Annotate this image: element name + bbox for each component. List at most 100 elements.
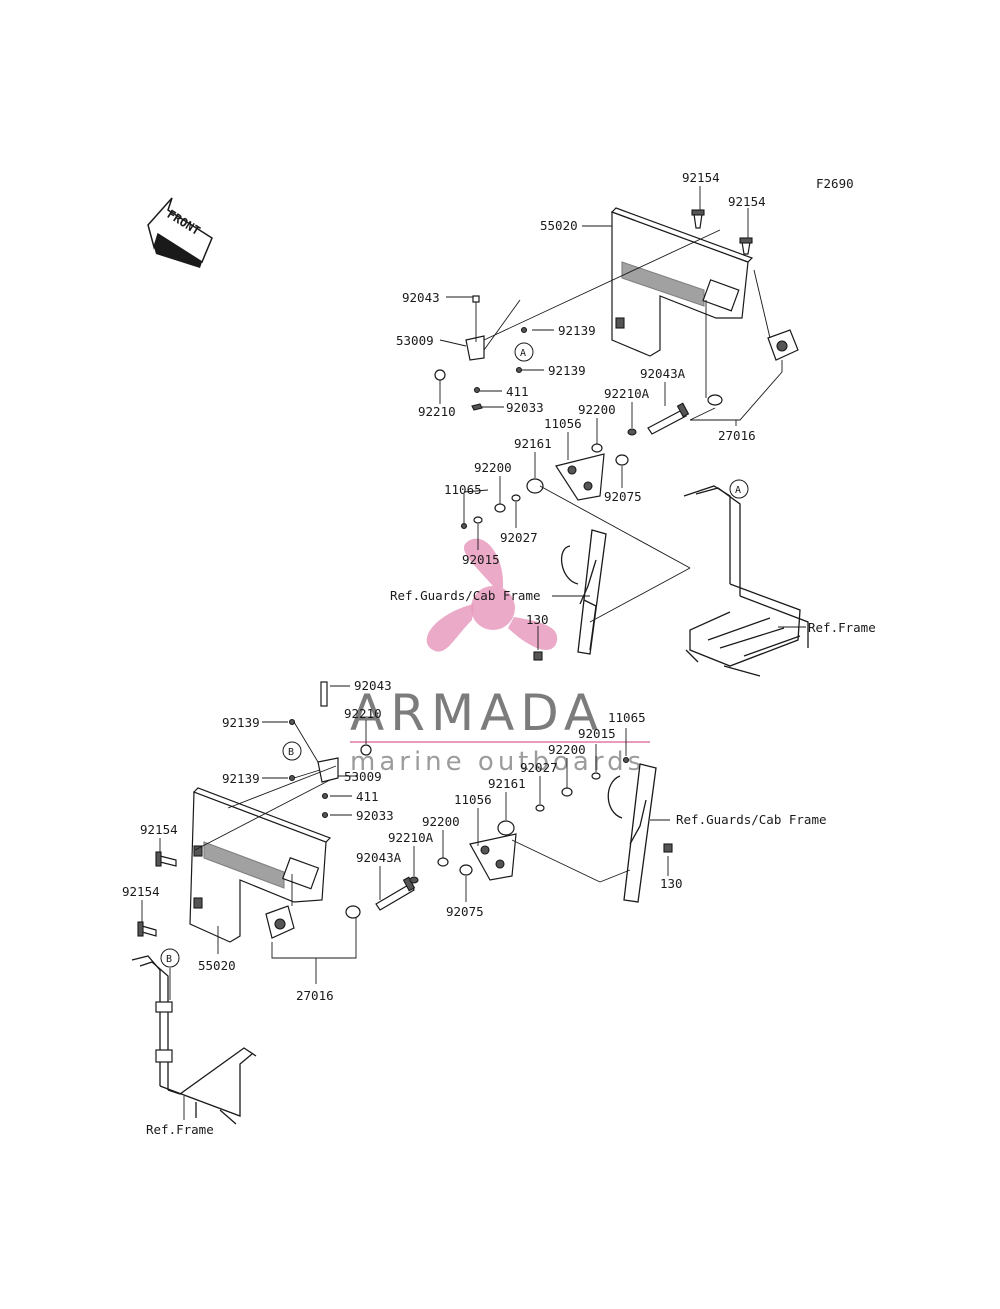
nut-92075-upper (615, 454, 629, 466)
callout: 92200 (578, 402, 616, 417)
callout: 92200 (474, 460, 512, 475)
washer-92015-upper (473, 516, 483, 524)
callout: 92210 (344, 706, 382, 721)
bush-92161-lower (497, 820, 515, 836)
guard-cab-frame-lower (607, 763, 657, 903)
lamp-socket-upper (767, 329, 799, 361)
callout: Ref.Frame (808, 620, 876, 635)
taillight-housing-lower (189, 787, 332, 943)
clip-92033-lower (321, 811, 329, 819)
bolt-130-lower (663, 843, 673, 853)
callout: B (288, 747, 294, 758)
callout: 92139 (558, 323, 596, 338)
grommet-upper (707, 394, 723, 406)
bush-92161-upper (526, 478, 544, 494)
bolt-11065-upper (460, 522, 468, 530)
callout: 92139 (548, 363, 586, 378)
callout: A (520, 348, 526, 359)
callout: 92043A (640, 366, 686, 381)
callout: 92033 (506, 400, 544, 415)
callout: 130 (526, 612, 549, 627)
callout: 92154 (140, 822, 178, 837)
frame-lower-left (131, 955, 257, 1125)
callout: 92210A (604, 386, 650, 401)
leader-lines (141, 186, 806, 1120)
callout: 92075 (446, 904, 484, 919)
callout: B (166, 954, 172, 965)
bolt-130-upper (533, 651, 543, 661)
collar-92027-upper (511, 494, 521, 502)
callout: 92043 (402, 290, 440, 305)
callout: 92210 (418, 404, 456, 419)
callout: 92139 (222, 715, 260, 730)
callout: 92200 (422, 814, 460, 829)
washer-92015-lower (591, 772, 601, 780)
clip-92033-upper (471, 403, 483, 411)
figure-code: F2690 (816, 176, 854, 191)
armada-logo: ARMADA marine outboards (350, 538, 650, 777)
grommet-lower (345, 905, 361, 919)
washer-92200-upper-a (591, 443, 603, 453)
callout: 92075 (604, 489, 642, 504)
callout: Ref.Guards/Cab Frame (676, 812, 827, 827)
callout: 53009 (396, 333, 434, 348)
callout: 11056 (544, 416, 582, 431)
ref-marker-b-lower (282, 741, 302, 761)
bracket-11056-lower (469, 833, 517, 881)
callout: 92161 (514, 436, 552, 451)
collar-92027-lower (535, 804, 545, 812)
nut-92075-lower (459, 864, 473, 876)
pin-92139-lower-a (288, 718, 296, 726)
taillight-housing-upper (610, 207, 754, 357)
guard-cab-frame-upper (560, 529, 607, 655)
frame-upper-right (683, 485, 809, 677)
front-arrow-icon: FRONT (147, 197, 213, 268)
pin-92139-upper-a (520, 326, 528, 334)
washer-92200-lower-b (561, 787, 573, 797)
upper-assembly (434, 207, 809, 677)
callout: 92043A (356, 850, 402, 865)
bracket-53009-upper (465, 295, 485, 361)
pin-92139-upper-b (515, 366, 523, 374)
bolt-11065-lower (622, 756, 630, 764)
callout: 411 (356, 789, 379, 804)
callout: 92043 (354, 678, 392, 693)
callout: 92015 (462, 552, 500, 567)
bracket-11056-upper (555, 453, 605, 501)
propeller-icon (426, 538, 558, 652)
callout: 27016 (718, 428, 756, 443)
callout: 411 (506, 384, 529, 399)
washer-92200-lower-a (437, 857, 449, 867)
watermark-tagline: marine outboards (350, 747, 645, 777)
callout: 92033 (356, 808, 394, 823)
callout-labels: 92154 92154 55020 92043 92139 53009 A 92… (122, 170, 876, 1137)
ref-marker-a-frame (729, 479, 749, 499)
pin-92139-lower-b (288, 774, 296, 782)
ref-marker-a-upper (514, 342, 534, 362)
callout: 92154 (728, 194, 766, 209)
bolt-92154-b (739, 237, 753, 255)
callout: A (735, 485, 741, 496)
callout: 92200 (548, 742, 586, 757)
callout: 92154 (122, 884, 160, 899)
bolt-92043a-lower (375, 876, 416, 911)
clip-411-upper (473, 386, 481, 394)
callout: 92015 (578, 726, 616, 741)
clip-411-lower (321, 792, 329, 800)
nut-92210a-lower (409, 876, 419, 884)
callout: 92161 (488, 776, 526, 791)
callout: 11065 (608, 710, 646, 725)
callout: Ref.Guards/Cab Frame (390, 588, 541, 603)
callout: Ref.Frame (146, 1122, 214, 1137)
nut-92210-lower (360, 744, 372, 756)
bolt-92154-c (155, 851, 177, 867)
callout: 11056 (454, 792, 492, 807)
nut-92210-upper (434, 369, 446, 381)
callout: 55020 (198, 958, 236, 973)
callout: 92139 (222, 771, 260, 786)
lamp-socket-lower (265, 905, 295, 939)
bracket-53009-lower (317, 681, 339, 783)
callout: 92027 (500, 530, 538, 545)
ref-marker-b-frame (160, 948, 180, 968)
